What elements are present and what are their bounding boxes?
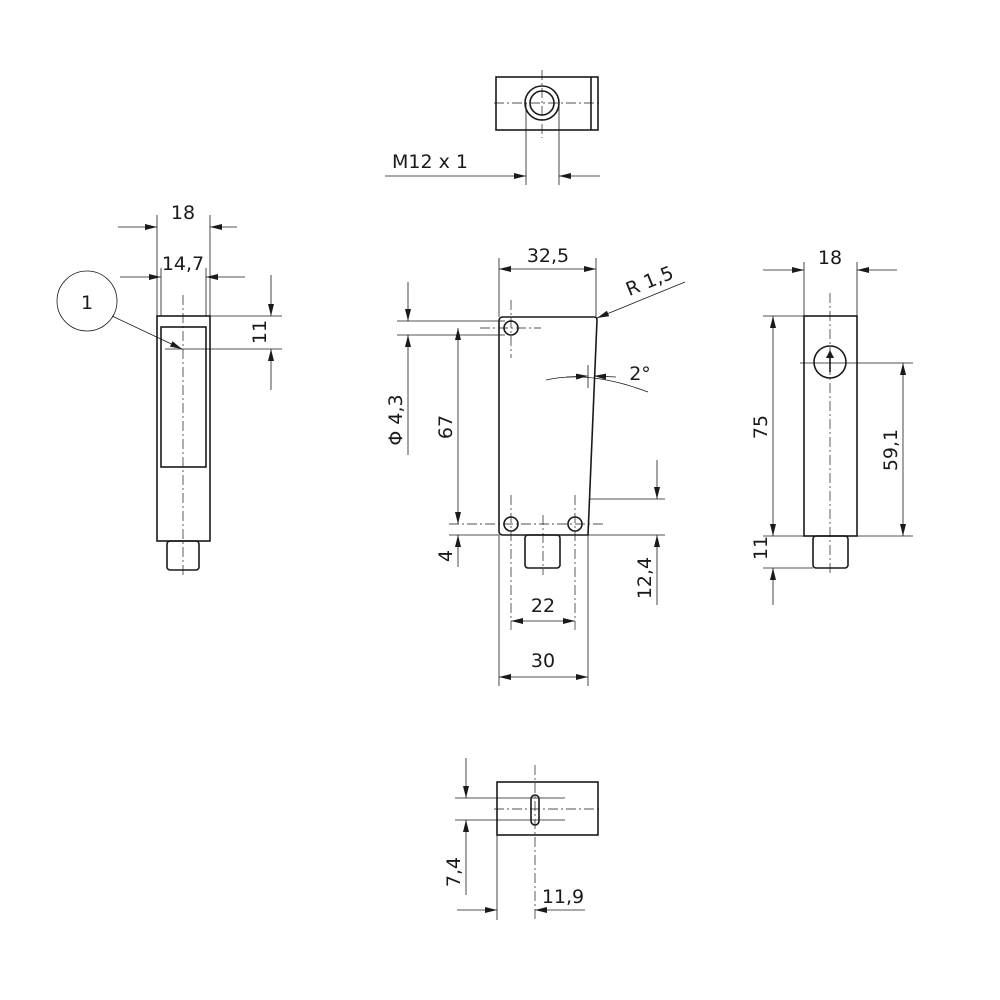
top-view: M12 x 1	[385, 70, 602, 185]
dim-offset: 11	[249, 320, 271, 344]
dim-hole-diameter: Φ 4,3	[385, 394, 407, 445]
front-view: 32,5 R 1,5 2° Φ 4,3 67 4 12,4 22 30	[385, 245, 686, 686]
dim-slot-height: 7,4	[443, 857, 465, 887]
dim-hole-offset: 4	[435, 550, 457, 562]
thread-label: M12 x 1	[392, 151, 468, 173]
dim-hole-spacing-v: 67	[435, 415, 457, 439]
dim-height: 75	[750, 415, 772, 439]
dim-width: 18	[818, 247, 842, 269]
dim-hole-spacing-h: 22	[531, 595, 555, 617]
dim-width-inner: 14,7	[162, 253, 204, 275]
dim-connector-offset: 59,1	[880, 429, 902, 471]
bottom-view: 7,4 11,9	[443, 758, 602, 920]
callout-number: 1	[81, 292, 93, 314]
dim-angle: 2°	[629, 363, 651, 385]
dim-slot-offset: 11,9	[542, 886, 584, 908]
left-view: 18 14,7 11 1	[56, 202, 282, 578]
dim-radius: R 1,5	[623, 262, 677, 301]
right-view: 18 75 11 59,1	[750, 247, 913, 605]
dim-width-bottom: 30	[531, 650, 555, 672]
dim-connector-height: 12,4	[634, 557, 656, 599]
callout-circle	[56, 270, 118, 332]
dim-width-top: 32,5	[527, 245, 569, 267]
dim-connector-length: 11	[750, 536, 772, 560]
dim-width-outer: 18	[171, 202, 195, 224]
